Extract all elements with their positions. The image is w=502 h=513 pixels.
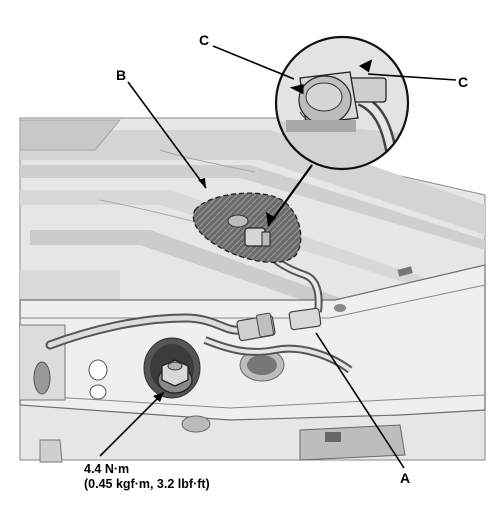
callout-b: B — [116, 67, 126, 83]
harness-connector-a — [288, 307, 322, 331]
zoom-leader — [266, 164, 313, 227]
mounting-nut — [157, 359, 193, 394]
callout-leaders — [99, 45, 457, 469]
sensor-mount-area — [192, 192, 302, 263]
harness-connector-mid — [236, 312, 276, 342]
torque-spec: 4.4 N·m (0.45 kgf·m, 3.2 lbf·ft) — [84, 462, 210, 492]
callout-a: A — [400, 470, 410, 486]
front-frame-rail — [19, 264, 486, 463]
torque-imperial: (0.45 kgf·m, 3.2 lbf·ft) — [84, 477, 210, 491]
callout-c-left: C — [199, 32, 209, 48]
temperature-sensor — [244, 227, 271, 247]
callout-c-right: C — [458, 74, 468, 90]
torque-metric: 4.4 N·m — [84, 462, 130, 476]
